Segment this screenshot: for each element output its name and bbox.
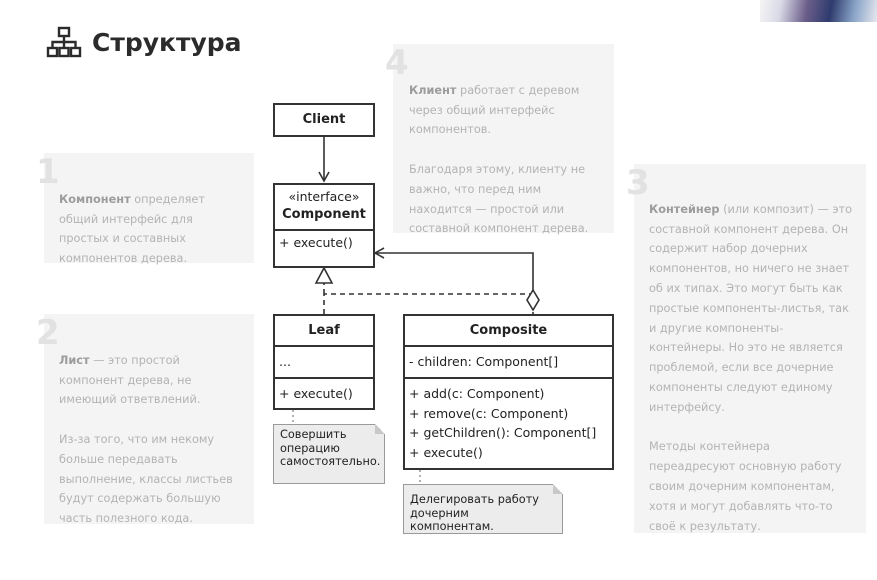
method-get-children: + getChildren(): Component[] — [409, 425, 597, 440]
class-name: Composite — [469, 323, 548, 338]
page-title: Структура — [46, 26, 242, 58]
note-term: Контейнер — [649, 202, 720, 216]
aggregation-line — [373, 247, 534, 290]
method-add: + add(c: Component) — [409, 386, 545, 401]
method-execute: + execute() — [409, 444, 483, 460]
class-name: Leaf — [308, 323, 340, 338]
component-interface: «interface» Component + execute() — [273, 183, 375, 268]
note-number: 2 — [36, 313, 60, 353]
note-term: Лист — [59, 353, 90, 367]
title-text: Структура — [92, 27, 242, 57]
method-execute: + execute() — [279, 386, 353, 401]
corner-decoration — [760, 0, 877, 22]
realization-lines — [323, 283, 534, 314]
field-children: - children: Component[] — [409, 354, 559, 369]
stereotype: «interface» — [288, 189, 360, 204]
note-body: — это простой компонент дерева, не имеющ… — [59, 353, 233, 526]
composite-class: Composite - children: Component[] + add(… — [403, 314, 614, 470]
class-name: Client — [302, 112, 346, 127]
client-class: Client — [273, 103, 375, 137]
method-remove: + remove(c: Component) — [409, 405, 569, 421]
leaf-class: Leaf ... + execute() — [273, 314, 375, 410]
method-execute: + execute() — [279, 235, 353, 250]
note-number: 3 — [626, 163, 650, 203]
note-client: 4 Клиент работает с деревом через общий … — [385, 44, 614, 236]
aggregation-diamond — [526, 288, 540, 312]
fields: ... — [279, 354, 291, 369]
note-body: работает с деревом через общий интерфейс… — [409, 83, 589, 236]
note-body: (или композит) — это составной компонент… — [649, 202, 853, 533]
composite-sticky-note: Делегировать работу дочерним компонентам… — [403, 484, 563, 534]
note-component: 1 Компонент определяет общий интерфейс д… — [36, 153, 254, 266]
note-body: определяет общий интерфейс для простых и… — [59, 192, 205, 266]
note-number: 4 — [385, 43, 409, 83]
note-number: 1 — [36, 152, 60, 192]
note-composite: 3 Контейнер (или композит) — это составн… — [626, 164, 866, 533]
leaf-sticky-note: Совершить операцию самостоятельно. — [273, 424, 385, 484]
note-term: Компонент — [59, 192, 131, 206]
realization-triangle — [314, 266, 334, 284]
note-leaf: 2 Лист — это простой компонент дерева, н… — [36, 314, 254, 526]
hierarchy-icon — [46, 26, 82, 58]
note-term: Клиент — [409, 83, 457, 97]
class-name: Component — [282, 207, 366, 222]
